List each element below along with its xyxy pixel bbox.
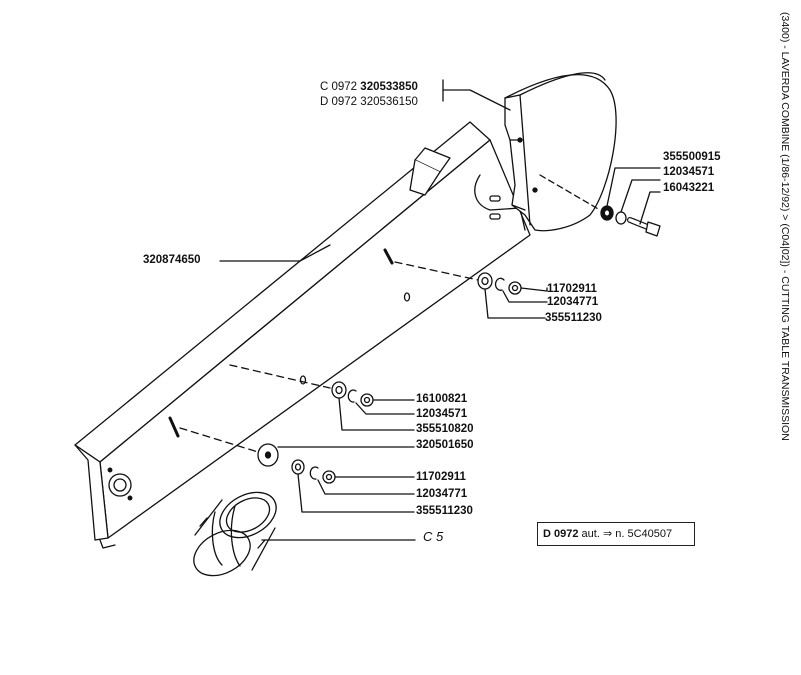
part-label-disc: 320501650	[416, 439, 474, 451]
part-label-cover-bolt: 16043221	[663, 182, 715, 194]
guard-cover-part	[504, 72, 617, 232]
part-label-lower-washer: 355511230	[416, 505, 473, 517]
serial-note-box: D 0972 aut. ⇒ n. 5C40507	[537, 522, 695, 546]
part-label-upper-nut: 11702911	[547, 283, 597, 295]
part-label-cover-lockwasher: 12034571	[663, 166, 715, 178]
variant-label-c-prefix: C 0972	[320, 81, 358, 93]
upper-hardware	[394, 261, 548, 319]
part-label-cover-washer: 355500915	[663, 151, 721, 163]
variant-label-c-code: 320533850	[360, 81, 418, 93]
cover-hardware	[539, 167, 661, 237]
page-title-text: (3400) - LAVERDA COMBINE (1/86-12/92) > …	[779, 12, 791, 441]
beam-leader-line	[219, 244, 331, 262]
variant-leader-line	[442, 89, 511, 111]
part-label-mid-lockwasher: 12034571	[416, 408, 468, 420]
variant-label-c: C 0972 320533850	[320, 81, 418, 94]
variant-label-d: D 0972 320536150	[320, 96, 418, 109]
part-label-upper-lockwasher: 12034771	[547, 296, 599, 308]
middle-hardware	[229, 364, 415, 431]
variant-label-d-code: 320536150	[360, 96, 418, 108]
beam-part	[74, 121, 531, 549]
disc-part	[179, 427, 415, 467]
sleeve-part	[193, 491, 416, 577]
page-title: (3400) - LAVERDA COMBINE (1/86-12/92) > …	[778, 12, 792, 482]
part-label-lower-lockwasher: 12034771	[416, 488, 468, 500]
part-label-mid-washer: 355510820	[416, 423, 474, 435]
serial-note-code: D 0972	[543, 528, 579, 540]
serial-note-text: aut. ⇒ n. 5C40507	[581, 528, 673, 540]
part-label-beam: 320874650	[143, 254, 201, 266]
part-label-upper-washer: 355511230	[545, 312, 602, 324]
section-label: C 5	[423, 529, 444, 544]
variant-label-d-prefix: D 0972	[320, 96, 358, 108]
part-label-lower-nut: 11702911	[416, 471, 466, 483]
part-label-mid-nut: 16100821	[416, 393, 468, 405]
lower-hardware	[291, 459, 415, 513]
